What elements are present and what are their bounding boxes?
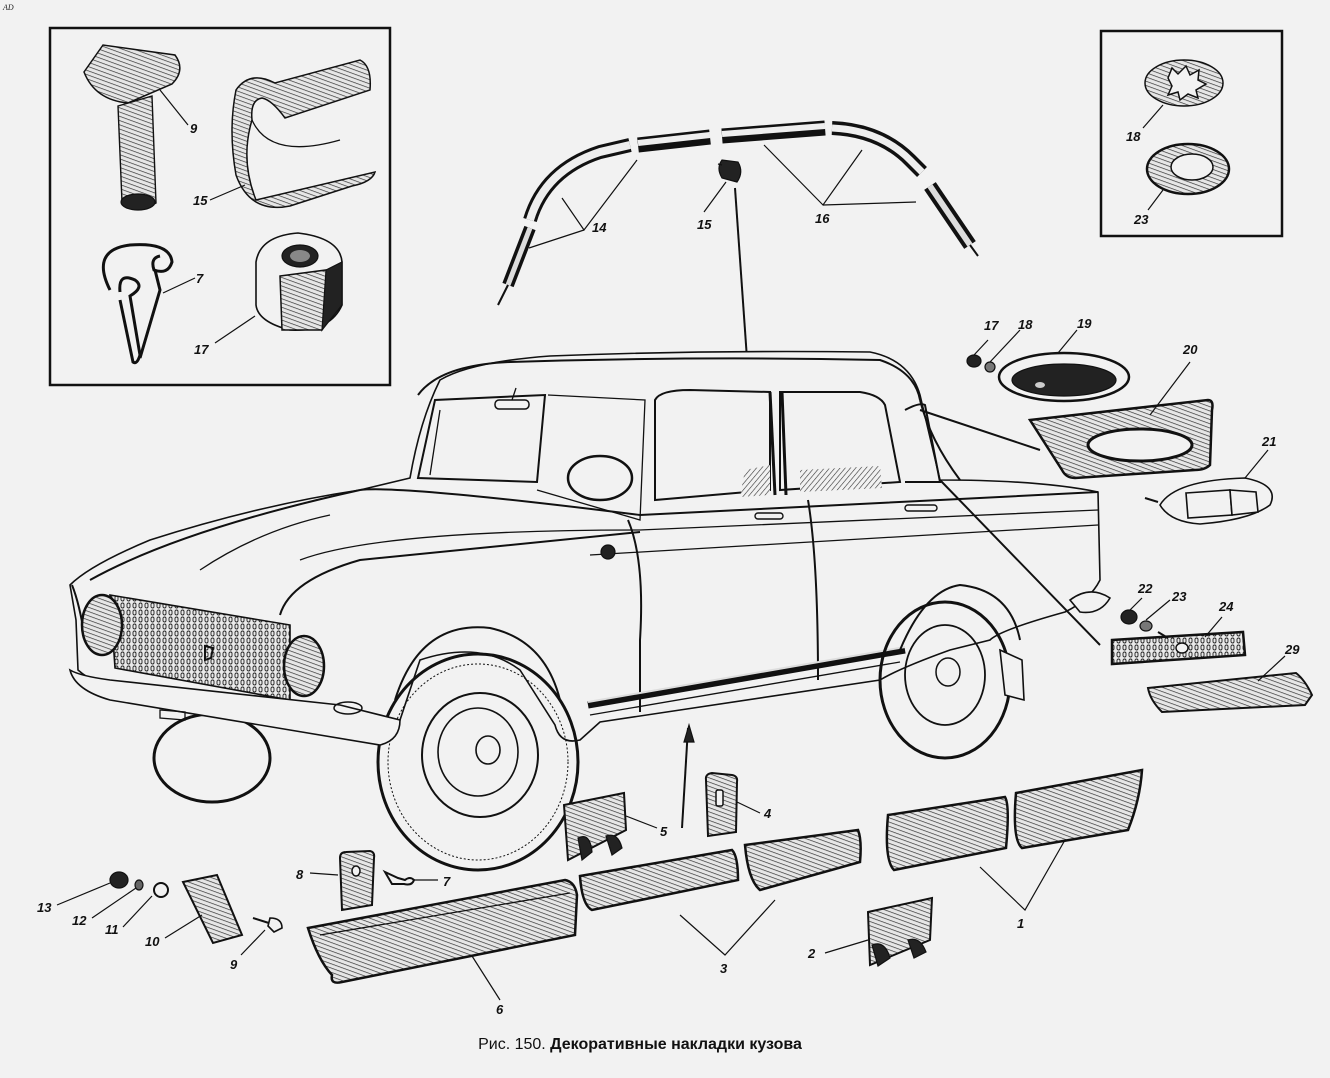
label-middle-sill-molding: 3 — [720, 961, 728, 976]
label-inset-spring-clip: 7 — [196, 271, 204, 286]
label-plate-hole: 8 — [296, 867, 304, 882]
label-emblem-nut: 17 — [984, 318, 999, 333]
lock-washer-part — [1144, 59, 1224, 107]
spring-clip-part — [101, 243, 174, 365]
label-flat-washer: 11 — [105, 922, 119, 937]
inset-left-frame — [48, 26, 392, 387]
label-clip-lower: 2 — [807, 946, 816, 961]
figure-caption: Рис. 150. Декоративные накладки кузова — [0, 1036, 1280, 1054]
label-inset-flat-washer: 23 — [1133, 212, 1149, 227]
inset-right-frame — [1099, 29, 1284, 238]
lamp-part — [1144, 477, 1273, 525]
label-spring-clip: 7 — [443, 874, 451, 889]
fin-molding-part — [1146, 671, 1314, 714]
label-plate-slot: 4 — [763, 806, 772, 821]
sill-parts-group: 1 2 3 4 5 6 7 8 9 10 11 12 13 — [37, 768, 1144, 1017]
label-inset-nut: 17 — [194, 342, 209, 357]
emblem-part — [997, 351, 1131, 403]
label-inset-clip: 15 — [193, 193, 208, 208]
front-sill-molding-part — [306, 878, 579, 984]
label-bracket: 10 — [145, 934, 160, 949]
spring-washer-part — [134, 879, 144, 891]
label-fin-molding: 29 — [1284, 642, 1300, 657]
trim-plate-part — [1110, 630, 1247, 666]
figure-number: Рис. 150. — [478, 1036, 546, 1053]
emblem-base-part — [1027, 398, 1214, 480]
label-spring-washer: 12 — [72, 913, 87, 928]
bracket-part — [181, 873, 244, 945]
clip-upper-part — [562, 791, 628, 862]
label-roof-clip: 15 — [697, 217, 712, 232]
label-trim-plate: 24 — [1218, 599, 1234, 614]
half-sleeve-clip-part — [231, 59, 377, 208]
plate-hole-part — [338, 849, 376, 912]
hex-nut-part — [255, 232, 343, 332]
middle-sill-molding-part — [578, 828, 862, 912]
label-nut: 13 — [37, 900, 52, 915]
label-lamp: 21 — [1261, 434, 1276, 449]
label-trim-nut: 22 — [1137, 581, 1153, 596]
label-rear-sill-molding: 1 — [1017, 916, 1024, 931]
rear-trim-group: 22 23 24 29 — [1110, 581, 1314, 714]
label-emblem: 19 — [1077, 316, 1092, 331]
label-emblem-washer: 18 — [1018, 317, 1033, 332]
inset-left-panel: 9 15 7 17 — [48, 26, 392, 387]
label-rear-roof-molding: 16 — [815, 211, 830, 226]
label-trim-washer: 23 — [1171, 589, 1187, 604]
inset-right-panel: 18 23 — [1099, 29, 1284, 238]
clip-lower-part — [866, 896, 934, 967]
flat-washer-part — [1145, 142, 1231, 196]
label-inset-lock-washer: 18 — [1126, 129, 1141, 144]
label-inset-bolt: 9 — [190, 121, 198, 136]
label-clip-upper: 5 — [660, 824, 668, 839]
label-emblem-base: 20 — [1182, 342, 1198, 357]
rear-sill-molding-part — [885, 768, 1144, 872]
label-front-roof-molding: 14 — [592, 220, 607, 235]
corner-mark: AD — [3, 3, 14, 12]
label-front-sill-molding: 6 — [496, 1002, 504, 1017]
figure-title: Декоративные накладки кузова — [550, 1036, 802, 1053]
t-bolt-part — [83, 44, 181, 211]
bolt-part — [252, 917, 283, 933]
flat-washer-part — [153, 882, 169, 898]
roof-moldings: 14 15 16 — [497, 120, 979, 380]
rear-emblem-group: 17 18 19 20 21 — [966, 316, 1276, 525]
label-bolt: 9 — [230, 957, 238, 972]
spring-clip-small-part — [382, 869, 416, 886]
nut-part — [109, 871, 129, 889]
plate-slot-part — [704, 771, 739, 838]
car-illustration — [68, 350, 1112, 872]
